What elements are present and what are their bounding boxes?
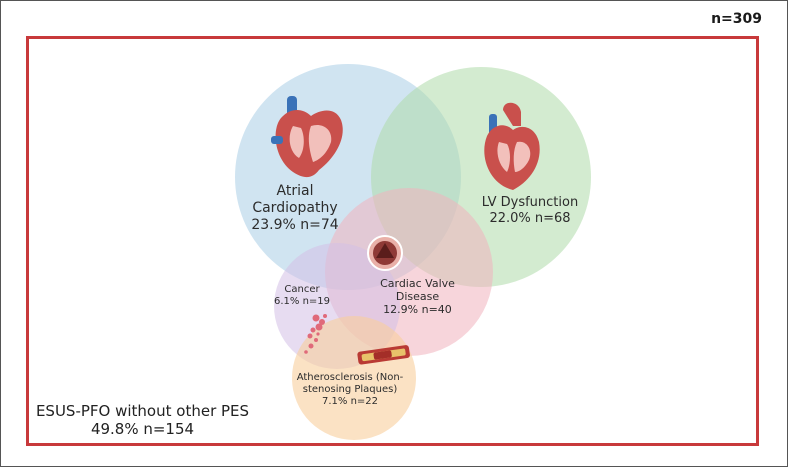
atrial-stat: 23.9% n=74 bbox=[251, 216, 339, 233]
athero-name-line2: stenosing Plaques) bbox=[302, 384, 398, 395]
atherosclerosis-label: Atherosclerosis (Non- stenosing Plaques)… bbox=[285, 372, 415, 408]
esus-pfo-label: ESUS-PFO without other PES 49.8% n=154 bbox=[30, 402, 255, 438]
esus-name: ESUS-PFO without other PES bbox=[35, 402, 250, 420]
atrial-name-line1: Atrial bbox=[276, 183, 314, 199]
cancer-cells-icon bbox=[304, 314, 327, 354]
artery-plaque-icon bbox=[357, 345, 410, 365]
lv-stat: 22.0% n=68 bbox=[489, 210, 571, 226]
cancer-stat: 6.1% n=19 bbox=[273, 296, 331, 307]
atrial-cardiopathy-label: Atrial Cardiopathy 23.9% n=74 bbox=[240, 183, 350, 233]
valve-name-line1: Cardiac Valve bbox=[380, 277, 455, 290]
lv-name: LV Dysfunction bbox=[481, 195, 579, 210]
esus-stat: 49.8% n=154 bbox=[90, 420, 195, 438]
total-count: n=309 bbox=[711, 11, 762, 27]
lv-dysfunction-label: LV Dysfunction 22.0% n=68 bbox=[465, 195, 595, 226]
athero-name-line1: Atherosclerosis (Non- bbox=[296, 372, 404, 383]
cardiac-valve-label: Cardiac Valve Disease 12.9% n=40 bbox=[350, 277, 485, 317]
heart-cross-section-icon bbox=[271, 96, 343, 178]
valve-icon bbox=[367, 235, 403, 271]
valve-name-line2: Disease bbox=[395, 290, 440, 304]
valve-stat: 12.9% n=40 bbox=[383, 303, 452, 317]
atherosclerosis-circle bbox=[292, 316, 416, 440]
cancer-label: Cancer 6.1% n=19 bbox=[262, 284, 342, 308]
athero-stat: 7.1% n=22 bbox=[321, 396, 379, 407]
esus-pfo-boundary bbox=[26, 36, 759, 446]
atrial-name-line2: Cardiopathy bbox=[252, 199, 338, 216]
heart-icon bbox=[484, 102, 540, 190]
cancer-name: Cancer bbox=[284, 284, 320, 295]
